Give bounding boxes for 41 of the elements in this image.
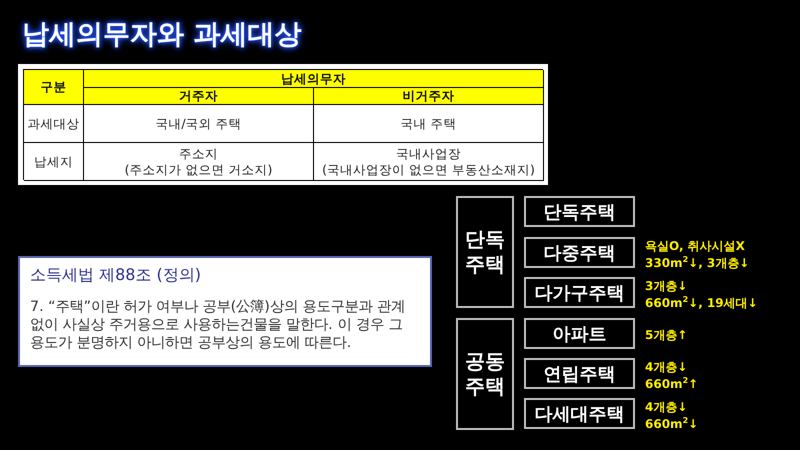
spec-note: 3개층↓	[645, 278, 688, 295]
type-box	[524, 237, 635, 268]
category-label: 단독 주택	[464, 227, 506, 277]
definition-text: 7. “주택”이란 허가 여부나 공부(公簿)상의 용도구분과 관계 없이 사실상 주거용으로 사용하는건물을 말한다. 이 경우 그 용도가 분명하지 아니하면 공부상의 용도에 따른다.	[30, 298, 406, 352]
row-label: 과세대상	[28, 116, 80, 132]
page-title: 납세의무자와 과세대상	[22, 18, 302, 52]
spec-note: 욕실O, 취사시설X	[645, 238, 746, 255]
type-box	[524, 196, 635, 227]
row-label: 납세지	[34, 154, 73, 170]
type-box	[524, 318, 635, 349]
type-box	[524, 277, 635, 308]
cell-text: 국내/국외 주택	[155, 116, 242, 132]
type-label: 다중주택	[544, 242, 616, 264]
column-header: 거주자	[179, 88, 218, 104]
column-header: 비거주자	[402, 88, 454, 104]
spec-note: 5개층↑	[645, 327, 688, 344]
type-label: 아파트	[552, 322, 606, 346]
spec-note: 330m$^{2}$↓, 3개층↓	[645, 255, 750, 272]
cell-note: (국내사업장이 없으면 부동산소재지)	[322, 162, 535, 178]
spec-note: 4개층↓	[645, 399, 688, 416]
type-label: 다가구주택	[534, 282, 624, 304]
category-box	[456, 196, 514, 308]
text-panel	[18, 256, 432, 367]
type-label: 단독주택	[544, 200, 616, 224]
section-heading: 소득세법 제88조 (정의)	[30, 265, 202, 285]
spec-note: 4개층↓	[645, 359, 688, 376]
category-label: 공동 주택	[464, 349, 506, 399]
type-box	[524, 398, 635, 429]
cell-text: 국내사업장	[396, 146, 461, 162]
spec-note: 660m$^{2}$↑	[645, 376, 698, 393]
type-label: 연립주택	[544, 362, 616, 386]
type-box	[524, 358, 635, 389]
column-header: 납세의무자	[281, 70, 346, 86]
spec-note: 660m$^{2}$↓, 19세대↓	[645, 295, 758, 312]
cell-text: 국내 주택	[400, 116, 456, 132]
spec-note: 660m$^{2}$↓	[645, 416, 698, 433]
type-label: 다세대주택	[534, 402, 624, 426]
cell-note: (주소지가 없으면 거소지)	[124, 162, 272, 178]
cell-text: 주소지	[179, 146, 218, 162]
column-header: 구분	[40, 79, 66, 95]
category-box	[456, 318, 514, 430]
